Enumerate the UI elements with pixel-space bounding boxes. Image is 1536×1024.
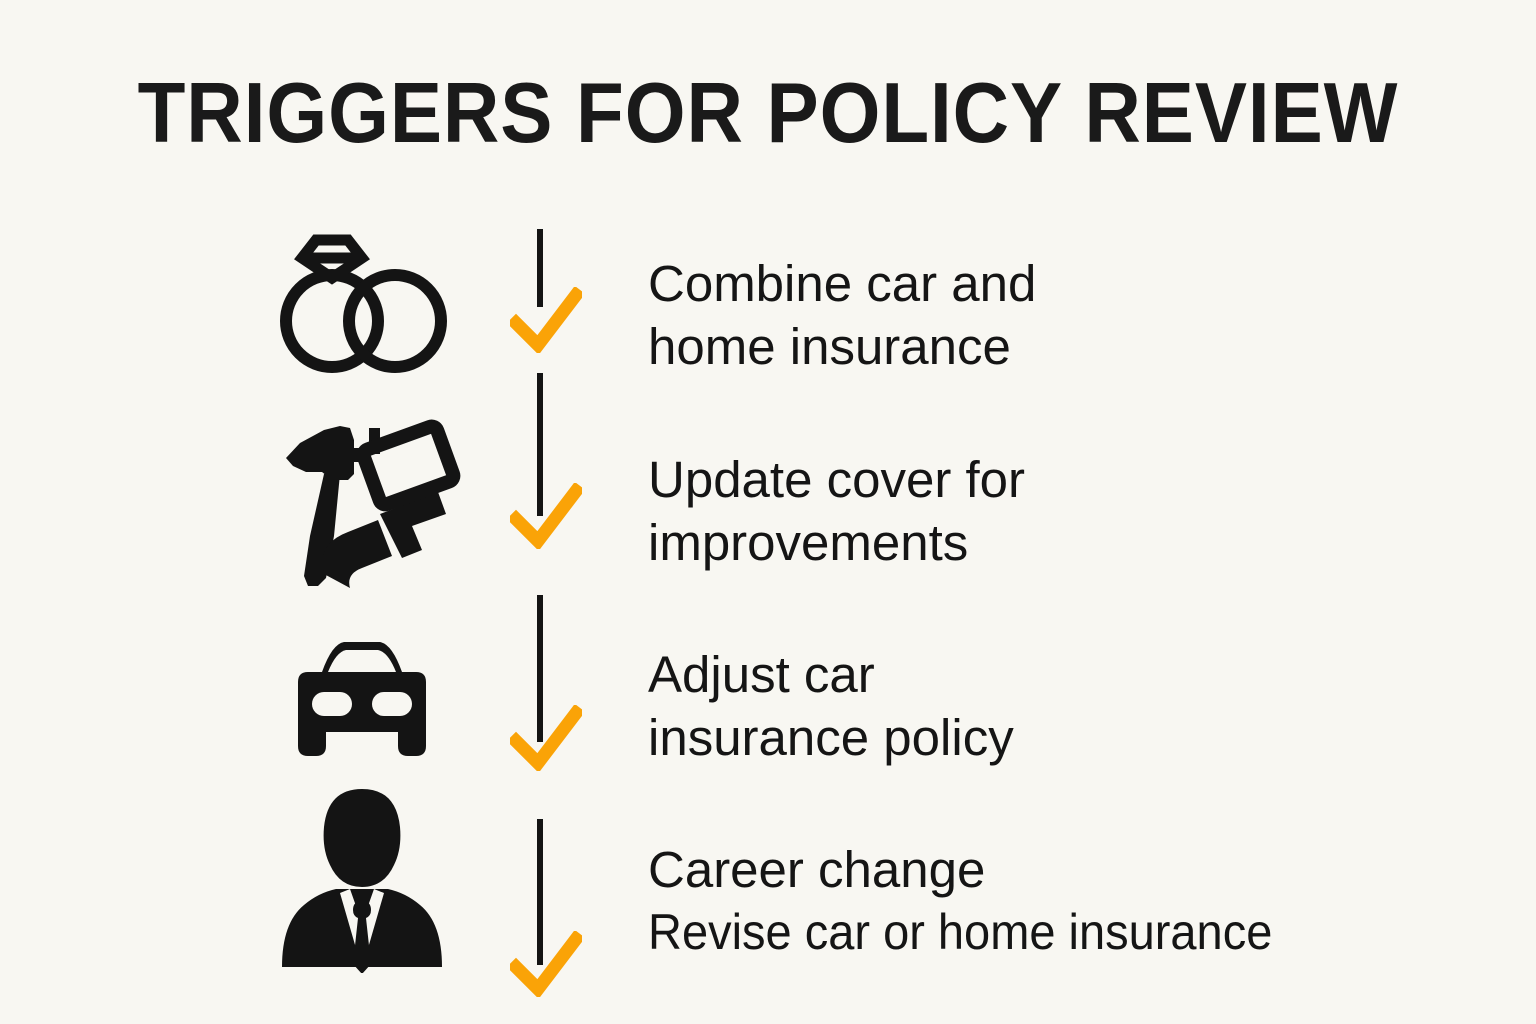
- page-title: TRIGGERS FOR POLICY REVIEW: [137, 66, 1399, 161]
- list-item-line-2: insurance policy: [648, 709, 1014, 766]
- rail-dash-segment-1: [537, 229, 543, 307]
- list-item-text: Career change Revise car or home insuran…: [648, 838, 1312, 964]
- rail-dash-segment-2: [537, 373, 543, 516]
- list-item-text: Adjust car insurance policy: [648, 643, 1014, 769]
- check-icon-4: [510, 931, 582, 997]
- check-icon-3: [510, 705, 582, 771]
- wedding-rings-icon: [262, 225, 472, 375]
- list-item-line-2: Revise car or home insurance: [648, 904, 1273, 960]
- businessperson-icon: [262, 783, 472, 973]
- timeline-rail: [500, 225, 620, 997]
- list-item-text: Combine car and home insurance: [648, 252, 1036, 378]
- rail-dash-segment-4: [537, 819, 543, 965]
- list-item-line-1: Adjust car: [648, 646, 875, 703]
- list-item-line-1: Update cover for: [648, 451, 1026, 508]
- car-front-icon: [262, 630, 472, 770]
- list-item-line-1: Career change: [648, 841, 986, 898]
- list-item-line-1: Combine car and: [648, 255, 1037, 312]
- check-icon-2: [510, 483, 582, 549]
- rail-dash-segment-3: [537, 595, 543, 742]
- list-item-line-2: home insurance: [648, 318, 1011, 375]
- list-item-line-2: improvements: [648, 514, 969, 571]
- check-icon-1: [510, 287, 582, 353]
- list-item-text: Update cover for improvements: [648, 448, 1025, 574]
- hammer-and-paint-roller-icon: [262, 418, 472, 593]
